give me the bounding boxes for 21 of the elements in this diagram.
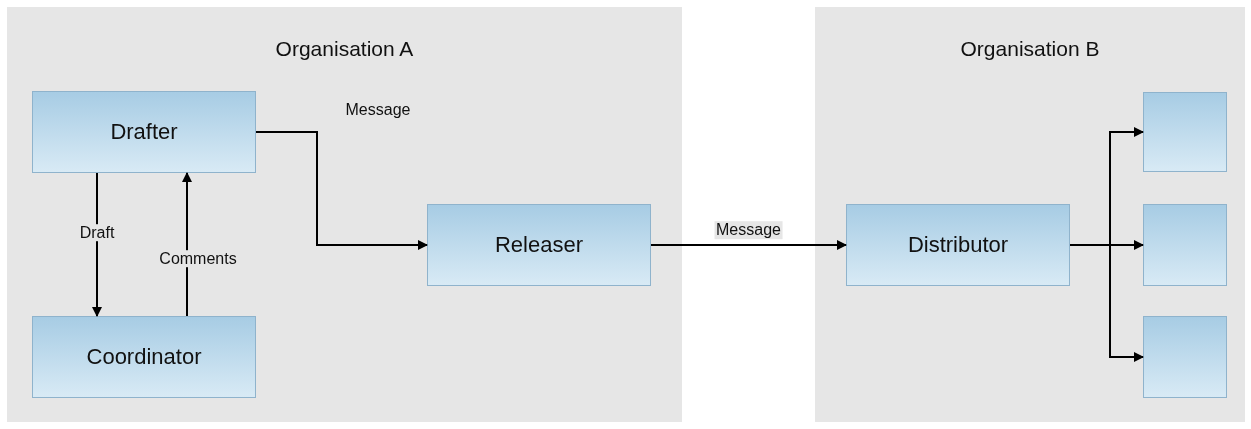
process-box [32, 91, 256, 173]
arrow [182, 172, 192, 317]
arrow [255, 131, 428, 250]
arrow [1069, 244, 1144, 362]
empty-box [1143, 316, 1227, 398]
panel-title: Organisation B [959, 37, 1101, 61]
box-label: Coordinator [86, 344, 202, 370]
arrow [92, 172, 102, 317]
edge-label: Message [714, 221, 783, 239]
panel-title: Organisation A [274, 37, 415, 61]
organisation-panel [7, 7, 682, 422]
organisation-panel [815, 7, 1245, 422]
empty-box [1143, 92, 1227, 172]
empty-box [1143, 204, 1227, 286]
process-box [846, 204, 1070, 286]
arrow [650, 240, 847, 250]
process-box [32, 316, 256, 398]
box-label: Distributor [907, 232, 1009, 258]
box-label: Drafter [110, 119, 178, 145]
box-label: Releaser [494, 232, 583, 258]
process-box [427, 204, 651, 286]
